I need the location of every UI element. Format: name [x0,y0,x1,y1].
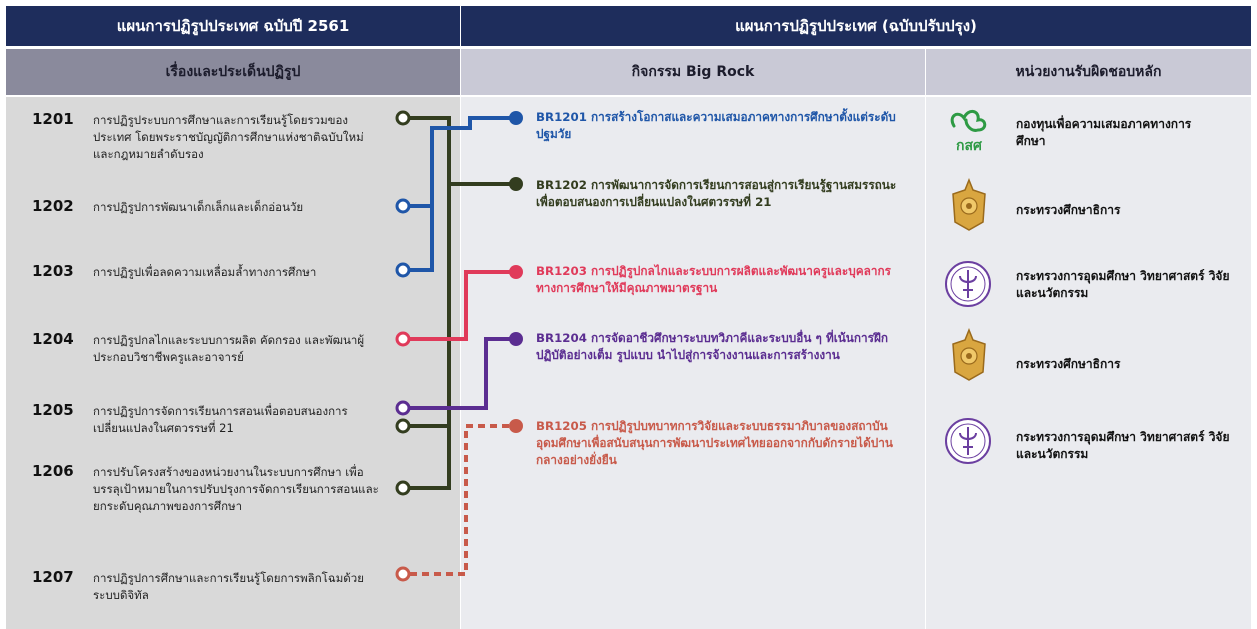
reform-code: 1206 [32,462,74,480]
reform-text: การปฏิรูปการพัฒนาเด็กเล็กและเด็กอ่อนวัย [93,200,304,214]
eef-logo-icon: กสศ [950,110,987,154]
header-left: แผนการปฏิรูปประเทศ ฉบับปี 2561 [6,6,460,46]
reform-code: 1205 [32,401,74,419]
node-ring-1201 [395,110,411,126]
reform-topics-panel [6,97,460,629]
node-dot-br1204 [509,332,523,346]
big-rock-text: การพัฒนาการจัดการเรียนการสอนสู่การเรียนร… [536,178,897,209]
node-dot-br1205 [509,419,523,433]
unit-mhesi: กระทรวงการอุดมศึกษา วิทยาศาสตร์ วิจัยและ… [1016,269,1230,300]
mhesi-emblem-icon [944,260,992,308]
subheader-reform-topics: เรื่องและประเด็นปฏิรูป [6,49,460,95]
connector-br1203 [410,270,514,341]
reform-text: การปฏิรูปการจัดการเรียนการสอนเพื่อตอบสนอ… [93,404,348,435]
subheader-responsible-units: หน่วยงานรับผิดชอบหลัก [926,49,1251,95]
reform-code: 1202 [32,197,74,215]
moe-emblem-icon [949,327,989,382]
reform-code: 1204 [32,330,74,348]
reform-text: การปฏิรูปเพื่อลดความเหลื่อมล้ำทางการศึกษ… [93,265,317,279]
node-dot-br1202 [509,177,523,191]
unit-eef: กองทุนเพื่อความเสมอภาคทางการศึกษา [1016,117,1192,148]
big-rock-code: BR1205 [536,419,587,433]
reform-code: 1201 [32,110,74,128]
node-ring-1207 [395,566,411,582]
big-rock-text: การปฏิรูปบทบาทการวิจัยและระบบธรรมาภิบาลข… [536,419,893,467]
big-rock-code: BR1203 [536,264,587,278]
node-dot-br1201 [509,111,523,125]
node-ring-1202 [395,198,411,214]
node-ring-1204 [395,331,411,347]
unit-moe: กระทรวงศึกษาธิการ [1016,203,1121,217]
reform-text: การปรับโครงสร้างของหน่วยงานในระบบการศึกษ… [93,465,379,513]
header-right: แผนการปฏิรูปประเทศ (ฉบับปรับปรุง) [461,6,1251,46]
big-rock-br1205: BR1205 การปฏิรูปบทบาทการวิจัยและระบบธรรม… [536,418,916,469]
reform-code: 1203 [32,262,74,280]
big-rock-code: BR1204 [536,331,587,345]
connector-br1204 [410,337,514,410]
big-rock-br1203: BR1203 การปฏิรูปกลไกและระบบการผลิตและพัฒ… [536,263,916,297]
connector-br1205 [410,424,514,576]
subheader-big-rock: กิจกรรม Big Rock [461,49,925,95]
reform-text: การปฏิรูปการศึกษาและการเรียนรู้โดยการพลิ… [93,571,364,602]
big-rock-panel [461,97,925,629]
big-rock-text: การสร้างโอกาสและความเสมอภาคทางการศึกษาตั… [536,110,896,141]
eef-logo-text: กสศ [956,138,983,154]
big-rock-text: การปฏิรูปกลไกและระบบการผลิตและพัฒนาครูแล… [536,264,891,295]
big-rock-code: BR1202 [536,178,587,192]
mhesi-emblem-icon [944,417,992,465]
big-rock-br1204: BR1204 การจัดอาชีวศึกษาระบบทวิภาคีและระบ… [536,330,916,364]
unit-mhesi: กระทรวงการอุดมศึกษา วิทยาศาสตร์ วิจัยและ… [1016,430,1230,461]
moe-emblem-icon [949,177,989,232]
connector-br1202 [410,116,514,490]
eef-logo: กสศ [944,104,994,154]
reform-text: การปฏิรูประบบการศึกษาและการเรียนรู้โดยรว… [93,113,364,161]
node-dot-br1203 [509,265,523,279]
big-rock-br1201: BR1201 การสร้างโอกาสและความเสมอภาคทางการ… [536,109,916,143]
big-rock-br1202: BR1202 การพัฒนาการจัดการเรียนการสอนสู่กา… [536,177,916,211]
connector-br1201 [410,116,514,272]
node-ring-1206 [395,480,411,496]
node-ring-1203 [395,262,411,278]
big-rock-code: BR1201 [536,110,587,124]
unit-moe: กระทรวงศึกษาธิการ [1016,357,1121,371]
node-ring-1205b [395,418,411,434]
reform-text: การปฏิรูปกลไกและระบบการผลิต คัดกรอง และพ… [93,333,365,364]
node-ring-1205a [395,400,411,416]
big-rock-text: การจัดอาชีวศึกษาระบบทวิภาคีและระบบอื่น ๆ… [536,331,889,362]
reform-code: 1207 [32,568,74,586]
